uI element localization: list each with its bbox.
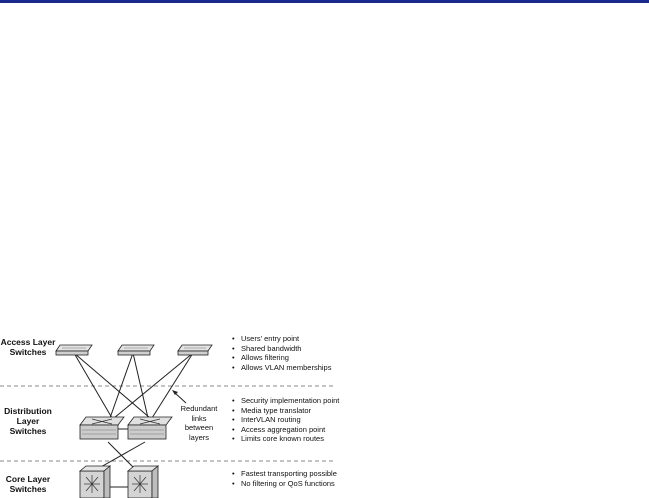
access-bullet: Allows VLAN memberships: [232, 363, 331, 373]
access-layer-label-line-1: Access Layer: [0, 337, 56, 347]
distribution-bullet: Access aggregation point: [232, 425, 339, 435]
core-switch-1: [78, 465, 112, 498]
access-layer-bullets: Users' entry point Shared bandwidth Allo…: [232, 334, 331, 372]
access-bullet: Shared bandwidth: [232, 344, 331, 354]
access-bullet: Allows filtering: [232, 353, 331, 363]
access-switch-2: [117, 344, 155, 356]
top-border-rule: [0, 0, 649, 3]
core-layer-label-line-2: Switches: [9, 484, 47, 494]
core-layer-bullets: Fastest transporting possible No filteri…: [232, 469, 337, 488]
distribution-layer-bullets: Security implementation point Media type…: [232, 396, 339, 444]
network-hierarchy-diagram: Access Layer Switches Distribution Layer…: [0, 325, 340, 498]
diagram-graphics: [0, 344, 334, 498]
redundant-links-note: Redundant links between layers: [176, 404, 222, 442]
distribution-bullet: Security implementation point: [232, 396, 339, 406]
distribution-layer-label-line-2: Layer: [16, 416, 40, 426]
redundant-note-line-3: between: [184, 423, 214, 432]
redundant-arrowhead: [172, 390, 178, 395]
distribution-layer-label-line-3: Switches: [9, 426, 47, 436]
core-bullet: Fastest transporting possible: [232, 469, 337, 479]
redundant-note-line-2: links: [191, 413, 207, 423]
core-switch-2: [126, 465, 160, 498]
core-bullet: No filtering or QoS functions: [232, 479, 337, 489]
access-distribution-links: [73, 352, 194, 419]
distribution-bullet: InterVLAN routing: [232, 415, 339, 425]
access-layer-label: Access Layer Switches: [0, 337, 56, 357]
distribution-bullet: Limits core known routes: [232, 434, 339, 444]
distribution-layer-label-line-1: Distribution: [4, 406, 52, 416]
access-layer-label-line-2: Switches: [9, 347, 47, 357]
core-layer-label: Core Layer Switches: [0, 474, 56, 494]
access-bullet: Users' entry point: [232, 334, 331, 344]
distribution-layer-label: Distribution Layer Switches: [0, 406, 56, 436]
distribution-switch-2: [127, 416, 173, 440]
access-switch-3: [177, 344, 213, 356]
distribution-bullet: Media type translator: [232, 406, 339, 416]
redundant-note-line-4: layers: [188, 432, 209, 442]
redundant-arrow: [174, 392, 187, 404]
distribution-switch-1: [79, 416, 125, 440]
access-switch-1: [55, 344, 93, 356]
core-layer-label-line-1: Core Layer: [5, 474, 51, 484]
redundant-note-line-1: Redundant: [180, 404, 218, 413]
